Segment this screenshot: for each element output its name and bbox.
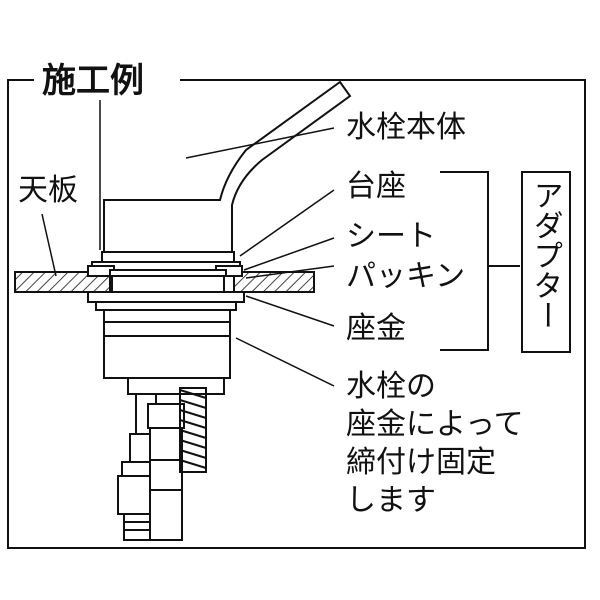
outer-frame <box>7 79 586 549</box>
supply-pipe <box>117 393 185 541</box>
spring-coil <box>179 387 207 473</box>
label-packing: パッキン <box>346 259 466 294</box>
washer <box>87 291 245 311</box>
label-base: 台座 <box>346 169 406 204</box>
label-washer: 座金 <box>346 311 406 346</box>
label-sheet: シート <box>346 219 436 254</box>
note-line-1: 水栓の <box>346 369 436 404</box>
adapter-bracket <box>440 171 571 353</box>
leader-lines <box>41 100 335 387</box>
note-line-3: 締付け固定 <box>346 445 496 480</box>
shank <box>111 275 225 293</box>
note-line-4: します <box>346 483 436 518</box>
sheet-packing <box>87 265 243 277</box>
adapter-label: アダプター <box>527 180 563 330</box>
label-countertop: 天板 <box>18 173 78 208</box>
note-line-2: 座金によって <box>346 407 524 442</box>
page-title: 施工例 <box>36 64 150 98</box>
label-faucet-body: 水栓本体 <box>346 110 466 145</box>
lock-nut <box>103 309 231 395</box>
faucet-body <box>103 80 352 253</box>
